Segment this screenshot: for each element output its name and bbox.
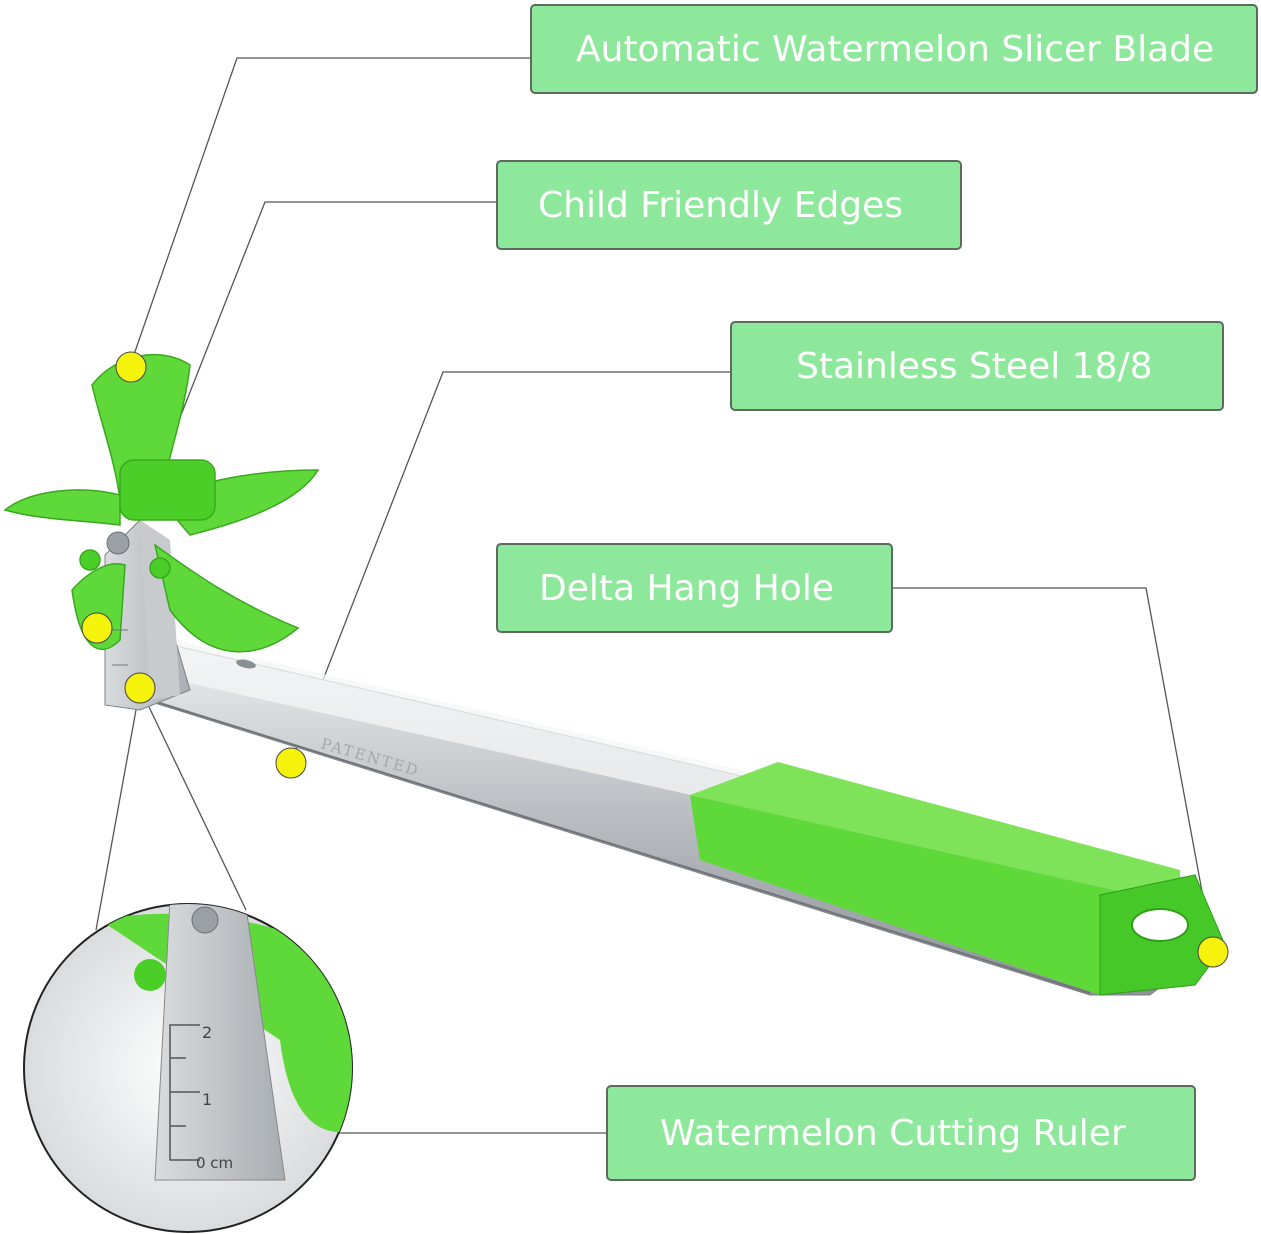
zoom-inset: 2 1 0 cm — [23, 903, 353, 1233]
callout-cutting-ruler: Watermelon Cutting Ruler — [606, 1085, 1196, 1181]
callout-stainless-steel: Stainless Steel 18/8 — [730, 321, 1224, 411]
callout-hang-hole: Delta Hang Hole — [496, 543, 893, 633]
marker-ruler — [124, 672, 156, 704]
ruler-tick-1: 1 — [202, 1090, 212, 1109]
markers — [81, 351, 1229, 968]
callout-slicer-blade-text: Automatic Watermelon Slicer Blade — [576, 28, 1215, 70]
callout-child-friendly-edges: Child Friendly Edges — [496, 160, 962, 250]
callout-stainless-steel-text: Stainless Steel 18/8 — [796, 345, 1153, 387]
leader-lines — [95, 57, 1214, 1134]
marker-edges — [81, 612, 113, 644]
ruler-tick-0cm: 0 cm — [196, 1154, 233, 1172]
marker-blade — [115, 351, 147, 383]
ruler-tick-2: 2 — [202, 1023, 212, 1042]
callout-slicer-blade: Automatic Watermelon Slicer Blade — [530, 4, 1258, 94]
callout-hang-hole-text: Delta Hang Hole — [539, 567, 834, 609]
marker-hang-hole — [1197, 936, 1229, 968]
callout-child-friendly-edges-text: Child Friendly Edges — [538, 184, 904, 226]
green-sleeve — [690, 762, 1226, 996]
head-ruler-marks — [112, 629, 128, 666]
marker-steel — [275, 747, 307, 779]
callout-cutting-ruler-text: Watermelon Cutting Ruler — [660, 1112, 1126, 1154]
